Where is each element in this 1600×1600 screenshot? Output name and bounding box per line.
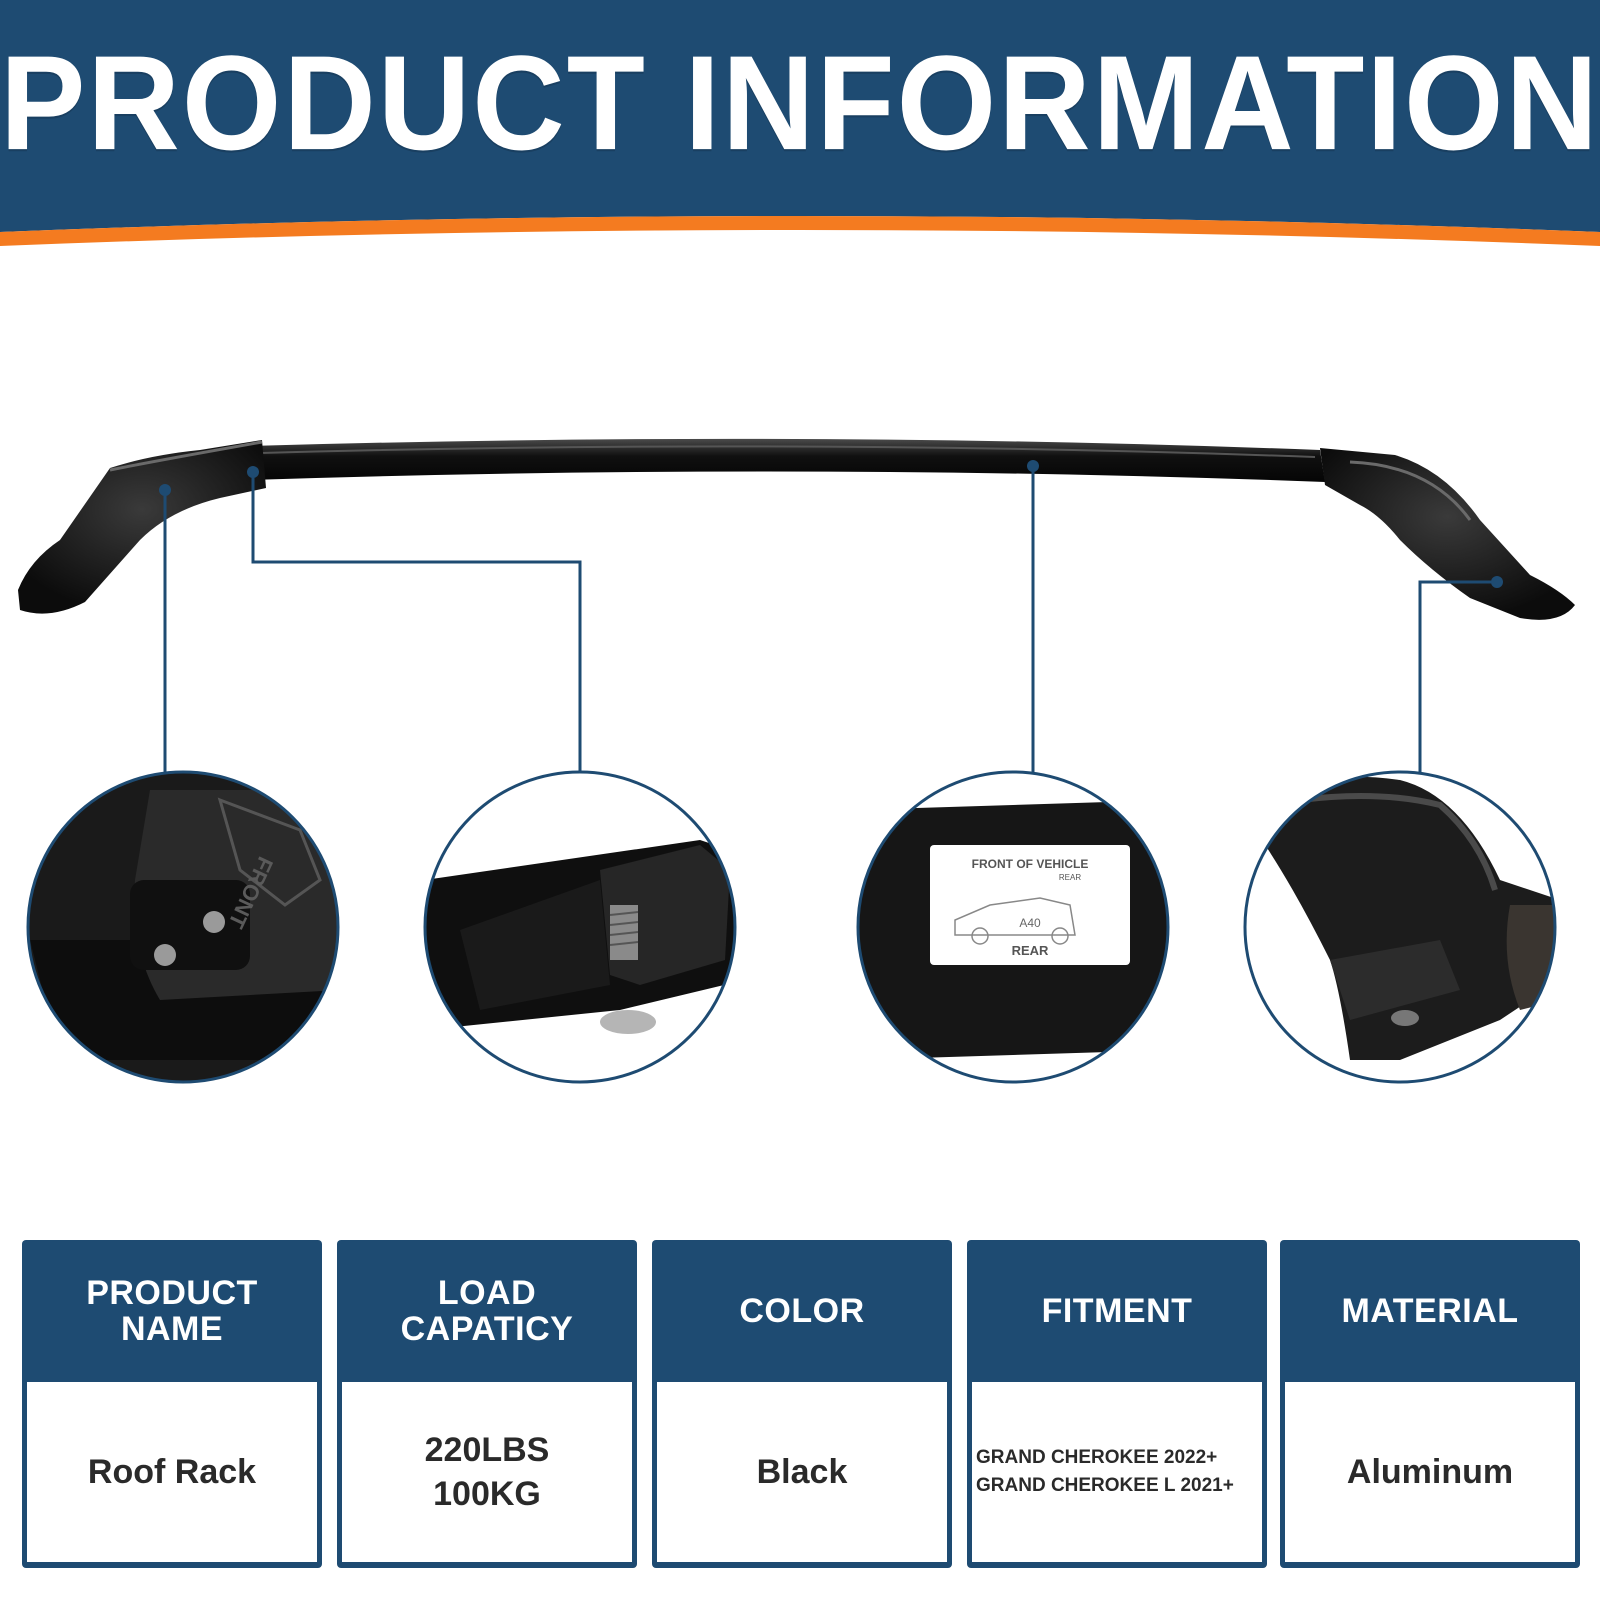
spec-label: LOAD CAPATICY xyxy=(400,1274,574,1348)
spec-card-load-capacity: LOAD CAPATICY 220LBS 100KG xyxy=(337,1240,637,1568)
product-image: FRONT xyxy=(0,250,1600,1100)
spec-card-fitment: FITMENT GRAND CHEROKEE 2022+ GRAND CHERO… xyxy=(967,1240,1267,1568)
sticker-bottom-text: REAR xyxy=(1012,943,1049,958)
spec-value: GRAND CHEROKEE 2022+ GRAND CHEROKEE L 20… xyxy=(972,1382,1262,1562)
sticker-sub-text: REAR xyxy=(1059,873,1081,882)
spec-label: COLOR xyxy=(739,1292,865,1330)
bar-profile-detail xyxy=(423,770,737,1084)
spec-card-product-name: PRODUCT NAME Roof Rack xyxy=(22,1240,322,1568)
spec-label: FITMENT xyxy=(1041,1292,1193,1330)
callout-lines xyxy=(163,466,1497,772)
spec-label: PRODUCT NAME xyxy=(86,1274,258,1348)
spec-value: Roof Rack xyxy=(27,1382,317,1562)
header-banner xyxy=(0,0,1600,250)
foot-front-label-detail: FRONT xyxy=(26,770,340,1084)
spec-label: MATERIAL xyxy=(1341,1292,1519,1330)
spec-cards: PRODUCT NAME Roof Rack LOAD CAPATICY 220… xyxy=(22,1240,1582,1570)
spec-value: Aluminum xyxy=(1285,1382,1575,1562)
page-title: PRODUCT INFORMATION xyxy=(0,28,1600,179)
vehicle-label-detail: FRONT OF VEHICLE REAR A40 REAR xyxy=(856,770,1170,1084)
spec-value: 220LBS 100KG xyxy=(342,1382,632,1562)
sticker-model-text: A40 xyxy=(1019,916,1041,930)
spec-value: Black xyxy=(657,1382,947,1562)
accent-stripe xyxy=(0,216,1600,246)
spec-card-color: COLOR Black xyxy=(652,1240,952,1568)
roof-rack-crossbar-icon xyxy=(18,438,1575,620)
sticker-top-text: FRONT OF VEHICLE xyxy=(972,857,1089,871)
end-cap-detail xyxy=(1243,770,1557,1084)
spec-card-material: MATERIAL Aluminum xyxy=(1280,1240,1580,1568)
